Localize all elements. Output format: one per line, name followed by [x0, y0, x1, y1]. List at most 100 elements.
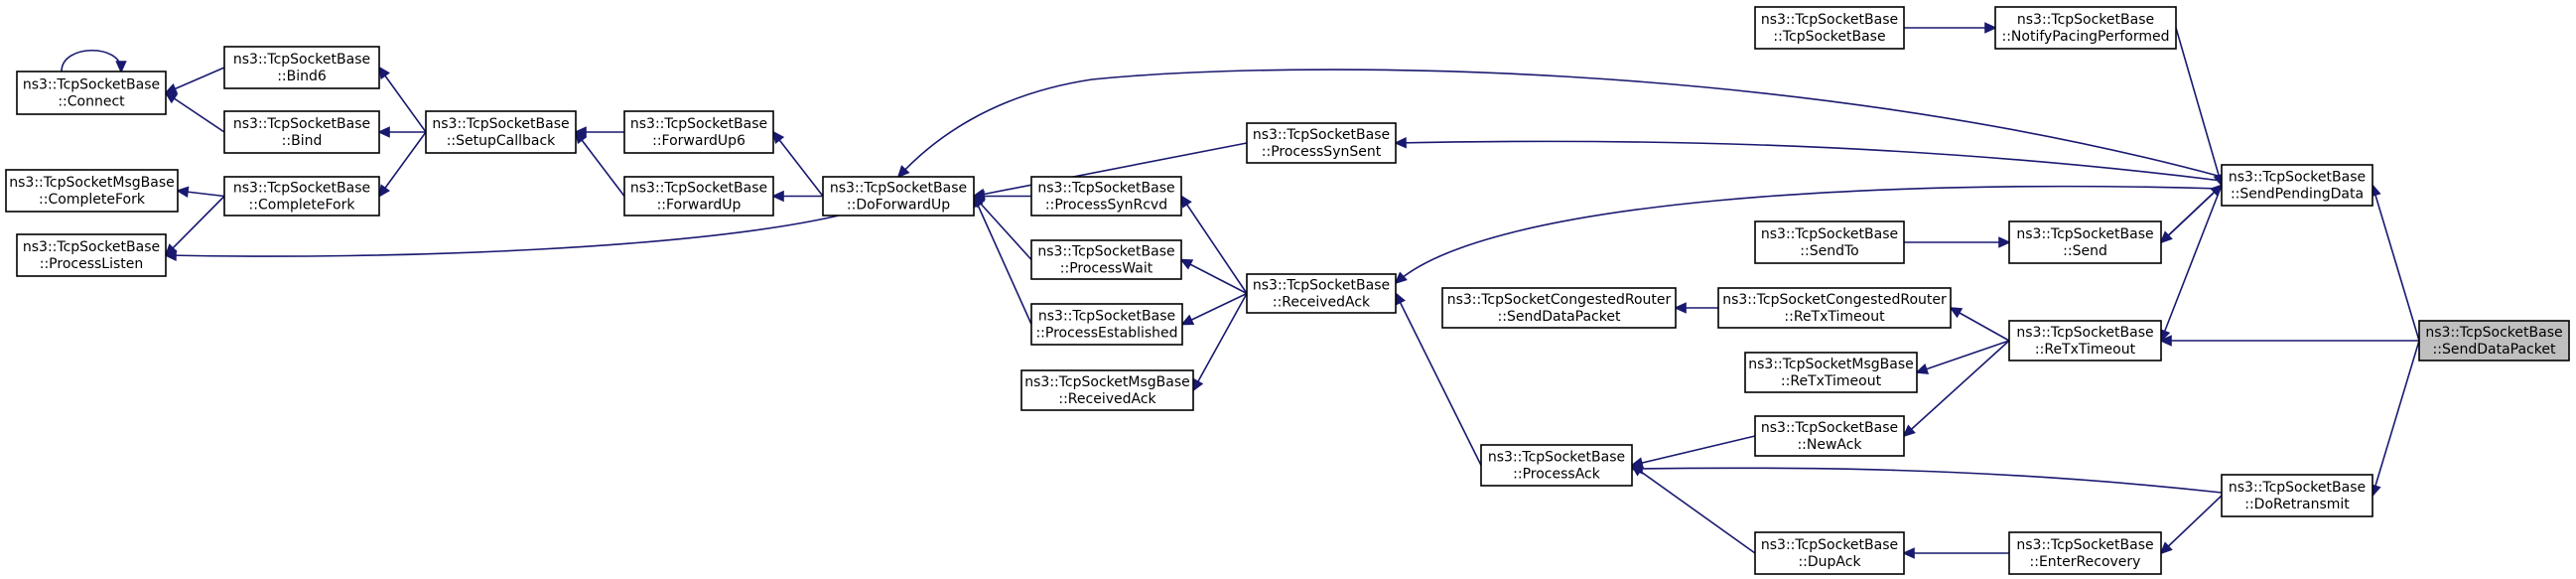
node-method-label: ::CompleteFork [39, 192, 146, 208]
arrowhead [1674, 302, 1687, 314]
node-method-label: ::SendPendingData [2231, 187, 2364, 203]
node-method-label: ::ReceivedAck [1273, 295, 1371, 311]
arrowhead [1395, 291, 1406, 306]
edge-sendto-to-send [1904, 236, 2011, 248]
node-class-label: ns3::TcpSocketBase [1488, 450, 1625, 466]
node-setupcallback[interactable]: ns3::TcpSocketBase::SetupCallback [425, 110, 577, 154]
node-notifypacingperformed[interactable]: ns3::TcpSocketBase::NotifyPacingPerforme… [1994, 6, 2177, 50]
node-class-label: ns3::TcpSocketBase [1761, 537, 1898, 553]
node-processsynrcvd[interactable]: ns3::TcpSocketBase::ProcessSynRcvd [1030, 176, 1182, 217]
node-box [1441, 287, 1677, 329]
node-box [1717, 287, 1952, 329]
node-class-label: ns3::TcpSocketBase [1253, 127, 1390, 143]
edge-line [973, 142, 1248, 198]
node-method-label: ::ProcessAck [1513, 467, 1601, 483]
node-box [623, 176, 774, 217]
arrowhead [164, 91, 179, 104]
node-sendpendingdata[interactable]: ns3::TcpSocketBase::SendPendingData [2221, 164, 2373, 207]
arrowhead [1394, 137, 1407, 149]
arrowhead [1902, 547, 1915, 559]
edge-notifypacingperformed-to-sendpendingdata [2175, 27, 2225, 188]
node-method-label: ::EnterRecovery [2030, 554, 2141, 570]
node-class-label: ns3::TcpSocketBase [2016, 226, 2153, 242]
node-box [1030, 239, 1182, 280]
node-box [623, 110, 774, 154]
node-method-label: ::ReTxTimeout [1781, 373, 1882, 389]
node-forwardup6[interactable]: ns3::TcpSocketBase::ForwardUp6 [623, 110, 774, 154]
node-processestablished[interactable]: ns3::TcpSocketBase::ProcessEstablished [1030, 303, 1183, 346]
edge-line [1395, 185, 2223, 284]
node-method-label: ::ProcessSynRcvd [1045, 198, 1167, 214]
node-class-label: ns3::TcpSocketBase [2425, 325, 2562, 341]
node-bind[interactable]: ns3::TcpSocketBase::Bind [223, 110, 380, 154]
node-receivedack[interactable]: ns3::TcpSocketBase::ReceivedAck [1246, 273, 1397, 314]
node-method-label: ::ReceivedAck [1058, 391, 1156, 407]
node-senddatapacket[interactable]: ns3::TcpSocketBase::SendDataPacket [2418, 320, 2570, 362]
node-processsynsent[interactable]: ns3::TcpSocketBase::ProcessSynSent [1246, 122, 1397, 164]
node-retxtimeout[interactable]: ns3::TcpSocketBase::ReTxTimeout [2008, 320, 2162, 362]
node-box [2008, 220, 2162, 264]
node-method-label: ::DoForwardUp [847, 198, 950, 214]
node-class-label: ns3::TcpSocketBase [233, 181, 370, 197]
node-box [16, 71, 167, 115]
edge-setupcallback-to-bind6 [377, 66, 427, 133]
edge-line [378, 131, 427, 197]
node-processack[interactable]: ns3::TcpSocketBase::ProcessAck [1480, 444, 1633, 487]
node-forwardup[interactable]: ns3::TcpSocketBase::ForwardUp [623, 176, 774, 217]
edge-setupcallback-to-completefork [377, 131, 427, 199]
node-newack[interactable]: ns3::TcpSocketBase::NewAck [1754, 415, 1905, 457]
node-class-label: ns3::TcpSocketBase [1761, 420, 1898, 436]
node-processwait[interactable]: ns3::TcpSocketBase::ProcessWait [1030, 239, 1182, 280]
node-congested-senddatapacket[interactable]: ns3::TcpSocketCongestedRouter::SendDataP… [1441, 287, 1677, 329]
node-dupack[interactable]: ns3::TcpSocketBase::DupAck [1754, 531, 1905, 575]
node-doforwardup[interactable]: ns3::TcpSocketBase::DoForwardUp [822, 176, 975, 217]
node-class-label: ns3::TcpSocketBase [1037, 244, 1174, 260]
node-box [1030, 303, 1183, 346]
edge-line [1395, 293, 1482, 466]
edge-line [1395, 140, 2223, 182]
edge-senddatapacket-to-retxtimeout [2159, 335, 2419, 347]
edge-connect-to-connect [61, 50, 127, 73]
node-box [1020, 369, 1194, 411]
node-method-label: ::SetupCallback [447, 133, 556, 149]
node-method-label: ::ProcessSynSent [1262, 144, 1382, 160]
node-bind6[interactable]: ns3::TcpSocketBase::Bind6 [223, 46, 380, 89]
edge-line [2372, 340, 2420, 497]
node-send[interactable]: ns3::TcpSocketBase::Send [2008, 220, 2162, 264]
node-msgbase-completefork[interactable]: ns3::TcpSocketMsgBase::CompleteFork [5, 169, 179, 213]
node-class-label: ns3::TcpSocketBase [1761, 12, 1898, 28]
arrowhead [2159, 541, 2173, 555]
node-method-label: ::ReTxTimeout [1784, 309, 1885, 325]
edge-receivedack-to-processwait [1179, 258, 1248, 295]
edge-sendpendingdata-to-doforwardup [896, 69, 2223, 179]
node-processlisten[interactable]: ns3::TcpSocketBase::ProcessListen [16, 233, 167, 277]
arrowhead [771, 130, 785, 145]
node-box [223, 46, 380, 89]
node-completefork[interactable]: ns3::TcpSocketBase::CompleteFork [223, 176, 380, 217]
node-class-label: ns3::TcpSocketBase [630, 181, 767, 197]
node-msgbase-retxtimeout[interactable]: ns3::TcpSocketMsgBase::ReTxTimeout [1744, 352, 1918, 393]
edge-line [1181, 292, 1248, 326]
node-method-label: ::TcpSocketBase [1773, 29, 1885, 45]
edge-line [165, 91, 225, 133]
edge-forwardup-to-setupcallback [574, 130, 625, 197]
node-tcpsocketbase[interactable]: ns3::TcpSocketBase::TcpSocketBase [1754, 6, 1905, 50]
arrowhead [1192, 377, 1204, 392]
node-doretransmit[interactable]: ns3::TcpSocketBase::DoRetransmit [2221, 474, 2373, 517]
node-congested-retxtimeout[interactable]: ns3::TcpSocketCongestedRouter::ReTxTimeo… [1717, 287, 1952, 329]
node-method-label: ::Connect [58, 94, 125, 110]
node-sendto[interactable]: ns3::TcpSocketBase::SendTo [1754, 220, 1905, 264]
node-connect[interactable]: ns3::TcpSocketBase::Connect [16, 71, 167, 115]
edge-processestablished-to-doforwardup [973, 194, 1032, 325]
edge-line [61, 50, 122, 72]
node-method-label: ::NotifyPacingPerformed [2001, 29, 2169, 45]
edge-line [1180, 258, 1248, 295]
node-class-label: ns3::TcpSocketBase [1253, 278, 1390, 294]
node-box [2221, 474, 2373, 517]
node-box [1994, 6, 2177, 50]
node-enterrecovery[interactable]: ns3::TcpSocketBase::EnterRecovery [2008, 531, 2162, 575]
arrowhead [1179, 194, 1192, 209]
node-msgbase-receivedack[interactable]: ns3::TcpSocketMsgBase::ReceivedAck [1020, 369, 1194, 411]
node-box [1246, 273, 1397, 314]
arrowhead [1902, 424, 1916, 438]
